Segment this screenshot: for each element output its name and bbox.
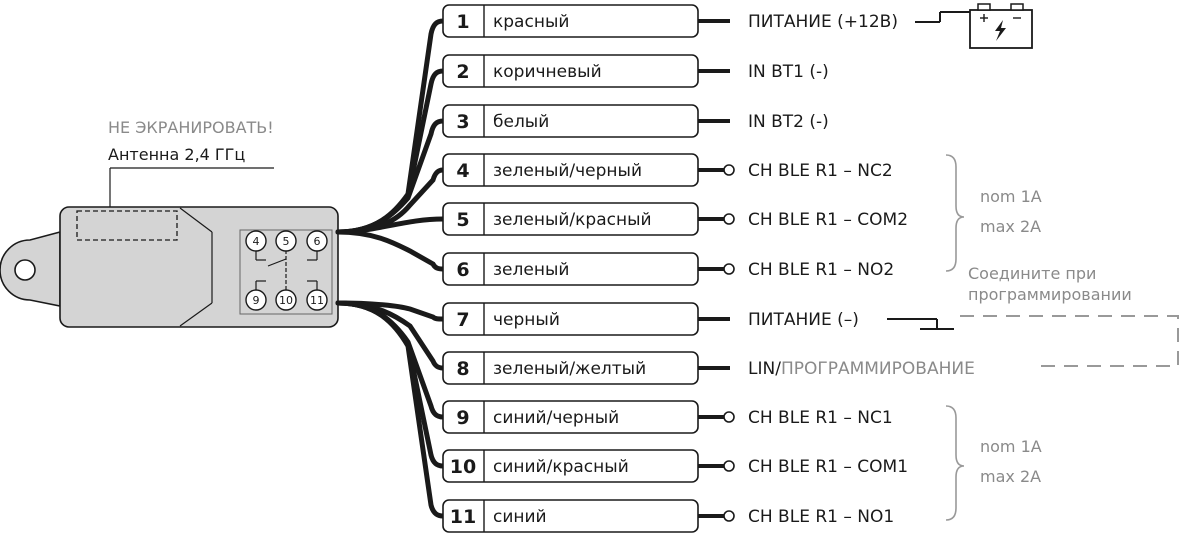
signal-label: CH BLE R1 – NO2 xyxy=(748,260,894,280)
signal-text: LIN/ xyxy=(748,359,781,379)
wire-color: зеленый/красный xyxy=(493,210,652,230)
pin-number: 5 xyxy=(456,209,469,231)
contact-terminal-icon xyxy=(723,460,735,472)
contact-terminal-icon xyxy=(723,411,735,423)
wire-color: синий/черный xyxy=(493,408,619,428)
signal-text: CH BLE R1 – NO1 xyxy=(748,507,894,527)
pin-row-9: 9 синий/черный CH BLE R1 – NC1 xyxy=(442,400,893,434)
signal-label: CH BLE R1 – NC2 xyxy=(748,161,893,181)
signal-text: ПИТАНИЕ (–) xyxy=(748,310,859,330)
relay-nom-label: nom 1A xyxy=(980,187,1042,206)
pin-number: 1 xyxy=(456,11,469,33)
relay-group-brace xyxy=(945,405,965,521)
pin-number: 2 xyxy=(456,61,469,83)
signal-label: IN BT1 (-) xyxy=(748,62,829,82)
relay-max-label: max 2A xyxy=(980,217,1041,236)
pin-frame xyxy=(442,302,699,336)
wire-color: зеленый/черный xyxy=(493,161,642,181)
pin-row-7: 7 черный ПИТАНИЕ (–) xyxy=(442,302,859,336)
module-pin-label: 9 xyxy=(253,294,260,307)
pin-frame xyxy=(442,499,699,533)
module-pin-label: 5 xyxy=(283,235,290,248)
signal-label: CH BLE R1 – NC1 xyxy=(748,408,893,428)
pin-rows: 1 красный ПИТАНИЕ (+12В) 2 коричневый IN BT1 … xyxy=(442,4,975,533)
signal-label: IN BT2 (-) xyxy=(748,112,829,132)
antenna-zone xyxy=(76,210,178,241)
wire-color: синий/красный xyxy=(493,457,629,477)
signal-text: CH BLE R1 – NO2 xyxy=(748,260,894,280)
wire-color: коричневый xyxy=(493,62,602,82)
pin-row-4: 4 зеленый/черный CH BLE R1 – NC2 xyxy=(442,153,893,187)
wire-color: белый xyxy=(493,112,549,132)
pin-row-3: 3 белый IN BT2 (-) xyxy=(442,104,829,138)
pin-frame xyxy=(442,4,699,38)
ground-icon xyxy=(887,318,954,330)
programming-note-line1: Соедините при xyxy=(968,264,1096,283)
signal-text-gray: ПРОГРАММИРОВАНИЕ xyxy=(781,359,975,379)
programming-note-line2: программировании xyxy=(968,285,1132,304)
wire-color: зеленый/желтый xyxy=(493,359,646,379)
relay-nom-label: nom 1A xyxy=(980,437,1042,456)
relay-group-brace xyxy=(945,154,965,272)
signal-label: ПИТАНИЕ (+12В) xyxy=(748,12,898,32)
wire-color: синий xyxy=(493,507,547,527)
signal-text: CH BLE R1 – NC1 xyxy=(748,408,893,428)
antenna-label: Антенна 2,4 ГГц xyxy=(108,145,245,164)
signal-text: IN BT1 (-) xyxy=(748,62,829,82)
pin-number: 7 xyxy=(456,309,469,331)
module-pin-label: 6 xyxy=(314,235,321,248)
module-pin-label: 11 xyxy=(310,294,324,307)
pin-number: 3 xyxy=(456,111,469,133)
signal-text: IN BT2 (-) xyxy=(748,112,829,132)
wire-color: красный xyxy=(493,12,569,32)
signal-label: CH BLE R1 – NO1 xyxy=(748,507,894,527)
pin-row-1: 1 красный ПИТАНИЕ (+12В) xyxy=(442,4,898,38)
battery-icon xyxy=(915,3,1033,49)
pin-row-2: 2 коричневый IN BT1 (-) xyxy=(442,54,829,88)
pin-frame xyxy=(442,252,699,286)
signal-label: CH BLE R1 – COM1 xyxy=(748,457,908,477)
pin-row-8: 8 зеленый/желтый LIN/ПРОГРАММИРОВАНИЕ xyxy=(442,351,975,385)
wire-harness xyxy=(335,18,446,519)
signal-text: CH BLE R1 – COM2 xyxy=(748,210,908,230)
signal-label: LIN/ПРОГРАММИРОВАНИЕ xyxy=(748,359,975,379)
module-pin-label: 4 xyxy=(253,235,260,248)
signal-text: CH BLE R1 – COM1 xyxy=(748,457,908,477)
pin-number: 6 xyxy=(456,259,469,281)
pin-frame xyxy=(442,104,699,138)
module-pin-label: 10 xyxy=(279,294,293,307)
signal-text: CH BLE R1 – NC2 xyxy=(748,161,893,181)
signal-label: CH BLE R1 – COM2 xyxy=(748,210,908,230)
wire-color: зеленый xyxy=(493,260,569,280)
wire-color: черный xyxy=(493,310,560,330)
pin-number: 4 xyxy=(456,160,469,182)
pin-number: 9 xyxy=(456,407,469,429)
pin-row-11: 11 синий CH BLE R1 – NO1 xyxy=(442,499,894,533)
signal-text: ПИТАНИЕ (+12В) xyxy=(748,12,898,32)
contact-terminal-icon xyxy=(723,164,735,176)
contact-terminal-icon xyxy=(723,510,735,522)
programming-link xyxy=(960,315,1179,367)
pin-number: 10 xyxy=(450,456,476,478)
pin-number: 8 xyxy=(456,358,469,380)
contact-terminal-icon xyxy=(723,263,735,275)
pin-row-5: 5 зеленый/красный CH BLE R1 – COM2 xyxy=(442,202,908,236)
signal-label: ПИТАНИЕ (–) xyxy=(748,310,859,330)
contact-terminal-icon xyxy=(723,213,735,225)
pin-row-10: 10 синий/красный CH BLE R1 – COM1 xyxy=(442,449,908,483)
pin-row-6: 6 зеленый CH BLE R1 – NO2 xyxy=(442,252,894,286)
relay-max-label: max 2A xyxy=(980,467,1041,486)
mount-hole-icon xyxy=(0,230,61,307)
pin-number: 11 xyxy=(450,506,476,528)
module-body: 4 5 6 9 10 11 xyxy=(59,206,339,328)
antenna-warning: НЕ ЭКРАНИРОВАТЬ! xyxy=(108,118,274,137)
